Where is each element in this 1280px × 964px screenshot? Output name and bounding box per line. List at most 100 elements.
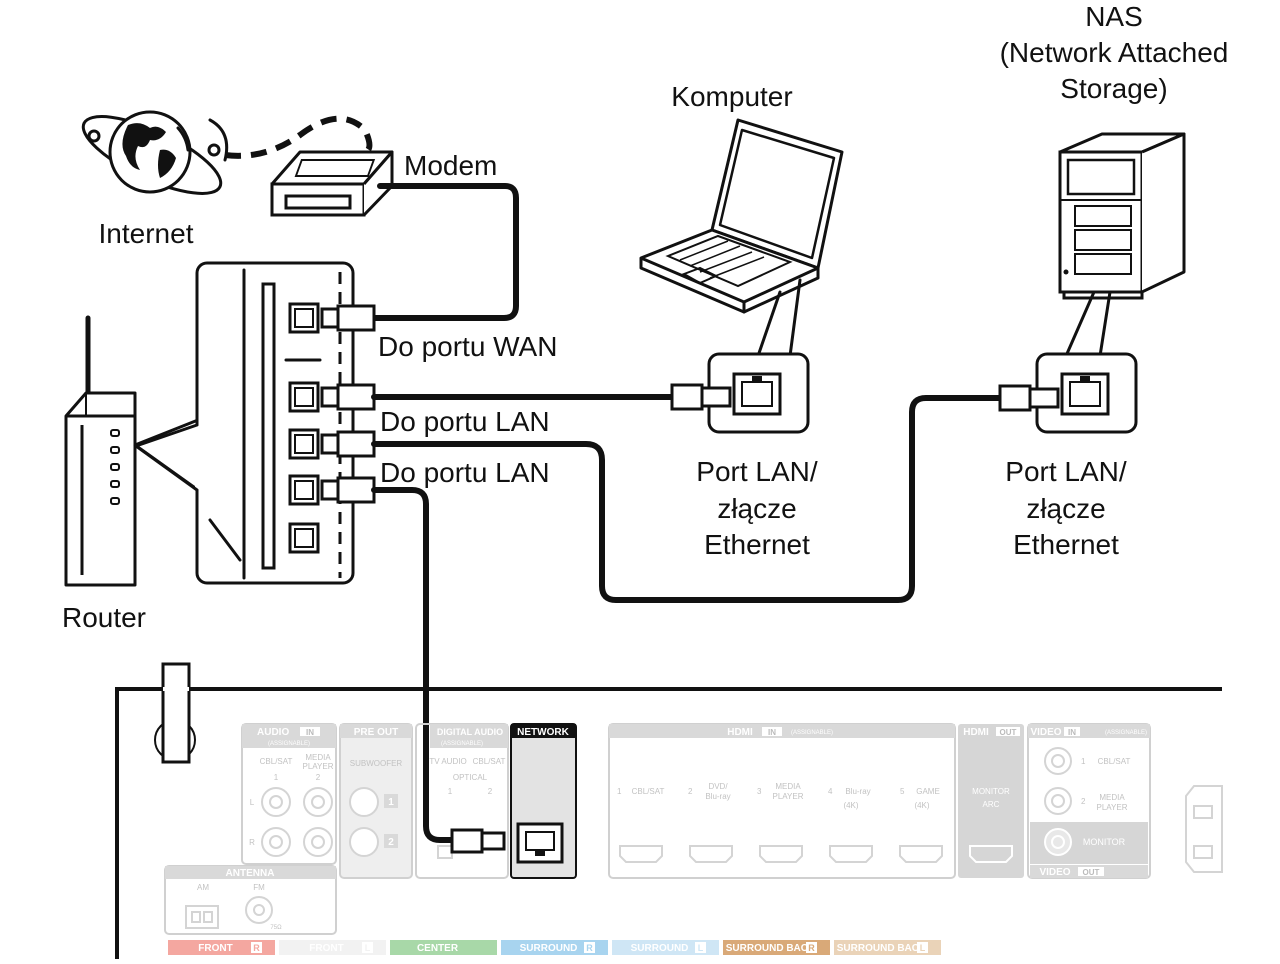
svg-text:złącze: złącze [717,493,796,524]
svg-text:2: 2 [388,837,394,848]
svg-text:ANTENNA: ANTENNA [226,868,275,879]
svg-text:Blu-ray: Blu-ray [705,792,730,801]
computer-port-label: Port LAN/ złącze Ethernet [696,456,818,560]
power-inlet-icon [1185,785,1223,873]
computer-port-callout [670,278,810,434]
lan-plug-1 [320,383,376,411]
svg-text:złącze: złącze [1026,493,1105,524]
svg-text:NETWORK: NETWORK [517,727,569,738]
svg-text:CBL/SAT: CBL/SAT [473,757,506,766]
svg-text:3: 3 [757,787,762,796]
router-wan-port [288,302,320,334]
speaker-side-label: R [808,943,815,953]
hdmi-in-1: 1 CBL/SAT [617,787,665,863]
svg-text:PLAYER: PLAYER [1097,803,1128,812]
speaker-side-label: R [253,943,260,953]
speaker-terminal-label: SURROUND BACK [837,943,927,954]
nas-port-callout [998,290,1138,434]
svg-text:2: 2 [316,773,321,782]
svg-text:Storage): Storage) [1060,73,1167,104]
svg-text:1: 1 [388,797,394,808]
svg-text:MEDIA: MEDIA [305,753,331,762]
internet-label: Internet [99,218,194,249]
svg-text:2: 2 [1081,797,1086,806]
svg-text:(Network Attached: (Network Attached [1000,37,1229,68]
svg-text:PLAYER: PLAYER [303,762,334,771]
svg-text:Ethernet: Ethernet [704,529,810,560]
speaker-terminal-3: CENTER [390,940,497,955]
network-section: NETWORK [450,723,577,879]
modem-label: Modem [404,150,497,181]
speaker-side-label: R [586,943,593,953]
svg-text:HDMI: HDMI [963,727,989,738]
svg-text:1: 1 [274,773,279,782]
svg-text:OUT: OUT [1000,728,1017,737]
svg-text:1: 1 [617,787,622,796]
svg-text:NAS: NAS [1085,1,1143,32]
svg-text:(ASSIGNABLE): (ASSIGNABLE) [268,741,310,747]
receiver-cable [371,487,455,843]
svg-text:CBL/SAT: CBL/SAT [260,757,293,766]
digital-audio-in-section: DIGITAL AUDIO (ASSIGNABLE) TV AUDIO CBL/… [415,723,509,879]
svg-text:Ethernet: Ethernet [1013,529,1119,560]
svg-text:Port LAN/: Port LAN/ [696,456,818,487]
speaker-side-label: L [698,943,704,953]
speaker-side-label: L [365,943,371,953]
svg-text:5: 5 [900,787,905,796]
svg-text:L: L [250,798,255,807]
svg-text:CBL/SAT: CBL/SAT [632,787,665,796]
svg-text:PRE OUT: PRE OUT [354,727,398,738]
svg-text:MEDIA: MEDIA [775,782,801,791]
router-lan-port-4 [288,522,320,554]
svg-text:CBL/SAT: CBL/SAT [1098,757,1131,766]
router-icon [64,315,200,587]
svg-text:DIGITAL AUDIO: DIGITAL AUDIO [437,727,503,737]
wan-plug [320,304,376,332]
nas-cable [371,395,1003,603]
hdmi-in-5: 5 GAME (4K) [899,787,943,863]
speaker-terminal-label: FRONT [309,943,343,954]
wan-cable [369,183,519,321]
svg-text:OPTICAL: OPTICAL [453,773,488,782]
router-lan-port-3 [288,474,320,506]
receiver-plug [450,828,506,854]
svg-text:SUBWOOFER: SUBWOOFER [350,759,403,768]
svg-text:MONITOR: MONITOR [972,787,1010,796]
router-port-panel [134,261,355,585]
laptop-icon [639,118,844,314]
wireless-antenna-icon [154,662,196,764]
receiver-ethernet-port [516,822,564,864]
hdmi-in-4: 4 Blu-ray (4K) [828,787,873,863]
svg-text:MEDIA: MEDIA [1099,793,1125,802]
audio-in-section: AUDIO IN (ASSIGNABLE) CBL/SAT MEDIA PLAY… [241,723,337,865]
svg-text:TV AUDIO: TV AUDIO [429,757,466,766]
modem-icon [270,150,394,217]
svg-text:VIDEO: VIDEO [1039,867,1070,878]
antenna-section: ANTENNA AM FM 75Ω [164,865,337,935]
router-lan-port-2 [288,428,320,460]
lan-plug-3 [320,476,376,504]
svg-text:AM: AM [197,883,209,892]
svg-text:MONITOR: MONITOR [1083,837,1126,847]
hdmi-in-3: 3 MEDIA PLAYER [757,782,804,863]
svg-text:IN: IN [1068,728,1076,737]
speaker-terminal-label: CENTER [417,943,459,954]
router-lan-port-1 [288,381,320,413]
globe-icon [81,110,229,195]
svg-text:IN: IN [768,728,776,737]
svg-text:75Ω: 75Ω [270,925,282,931]
svg-text:FM: FM [253,883,265,892]
svg-text:Blu-ray: Blu-ray [845,787,870,796]
svg-text:R: R [249,838,255,847]
svg-text:DVD/: DVD/ [708,782,728,791]
svg-text:(ASSIGNABLE): (ASSIGNABLE) [1105,730,1147,736]
nas-label: NAS (Network Attached Storage) [1000,1,1229,104]
wan-port-label: Do portu WAN [378,331,557,362]
